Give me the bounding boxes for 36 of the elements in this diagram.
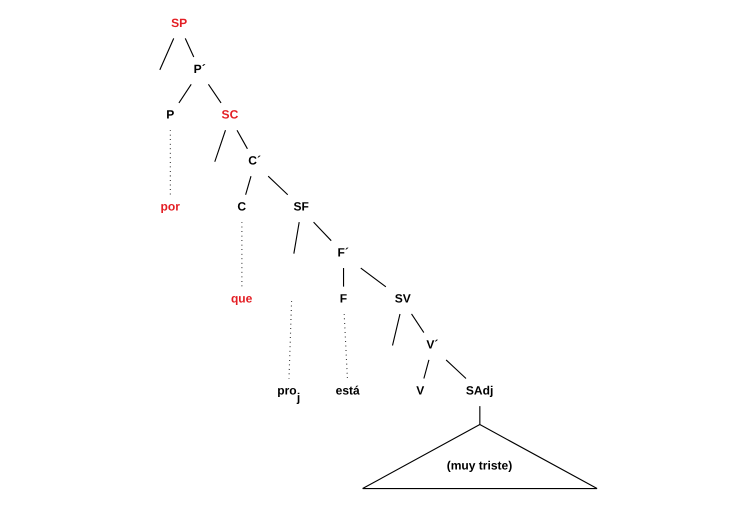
node-text: F´ <box>338 246 349 260</box>
node-text: SF <box>293 200 309 214</box>
connector <box>241 222 242 287</box>
node-text: por <box>160 200 180 214</box>
node-text: P <box>166 108 174 122</box>
connector <box>479 406 480 424</box>
connector <box>268 176 288 196</box>
connector <box>360 268 386 288</box>
connector <box>288 301 292 379</box>
node-text: C <box>237 200 246 214</box>
connector <box>313 222 332 242</box>
node-text: SAdj <box>466 383 494 398</box>
connector <box>178 84 192 104</box>
connector <box>423 360 430 379</box>
node-text: SC <box>222 108 238 122</box>
connector <box>342 268 344 287</box>
connector <box>293 222 300 254</box>
connector <box>208 84 222 104</box>
node-text: SP <box>171 16 188 30</box>
connector <box>184 38 194 58</box>
node-text: que <box>230 291 252 306</box>
connector <box>159 38 174 70</box>
connector <box>245 176 252 195</box>
connector <box>214 130 226 162</box>
node-text: SV <box>394 291 411 306</box>
node-text: C´ <box>248 154 261 168</box>
connector <box>446 359 466 379</box>
connector <box>236 130 248 150</box>
connector <box>344 314 348 379</box>
node-text: P´ <box>194 62 206 76</box>
connector <box>392 314 401 346</box>
node-text: F <box>340 291 348 306</box>
node-text: V <box>416 383 424 398</box>
node-text: V´ <box>426 337 438 352</box>
node-text: está <box>336 383 360 398</box>
connector <box>411 314 424 333</box>
